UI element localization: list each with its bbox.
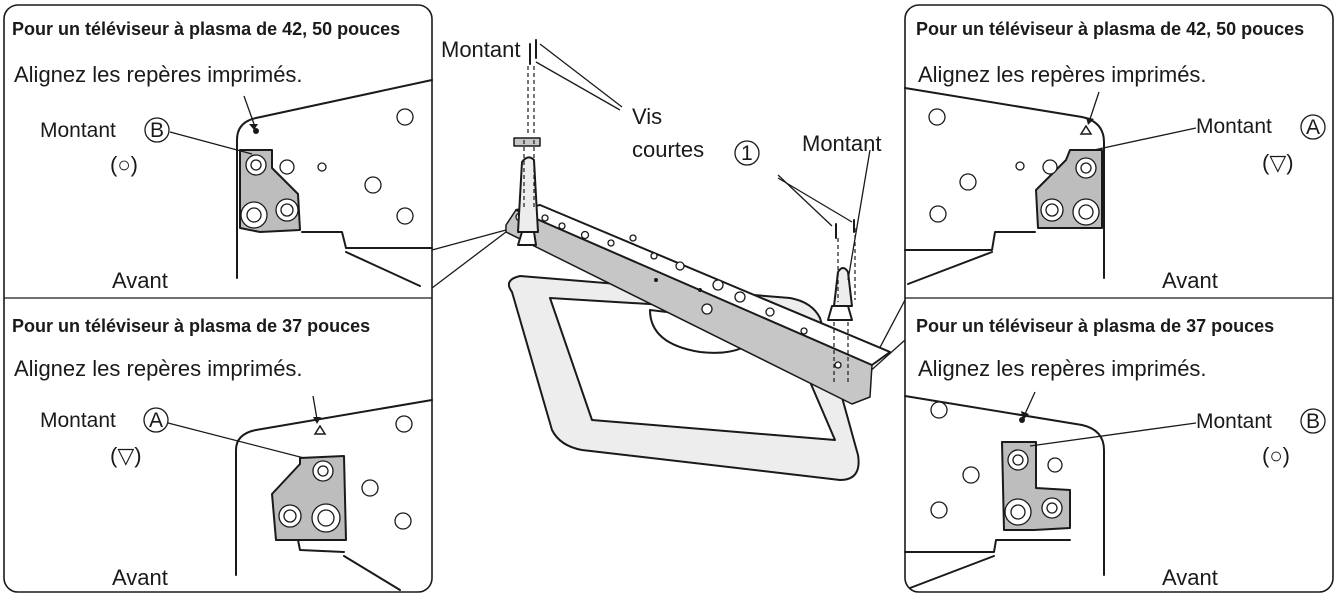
front-label: Avant <box>112 565 168 590</box>
leader-line <box>169 131 253 155</box>
screw-leader-4 <box>777 177 853 223</box>
panel-instruction: Alignez les repères imprimés. <box>918 62 1207 87</box>
panel-header: Pour un téléviseur à plasma de 37 pouces <box>12 316 370 336</box>
screws-label-line2: courtes <box>632 137 704 162</box>
panel-bottom-left: Pour un téléviseur à plasma de 37 pouces… <box>12 316 433 591</box>
screw-leader-1 <box>539 43 623 108</box>
stand-base-outline <box>236 79 433 279</box>
stand-base-outline <box>904 87 1105 279</box>
panel-top-right: Pour un téléviseur à plasma de 42, 50 po… <box>904 19 1326 293</box>
panel-instruction: Alignez les repères imprimés. <box>918 356 1207 381</box>
screw-leader-2 <box>535 61 621 111</box>
printed-mark-arrow <box>243 95 255 125</box>
stand-base-edge <box>909 555 995 589</box>
post-letter: B <box>1306 410 1320 433</box>
stand-base-step <box>904 539 1071 553</box>
screws-label-line1: Vis <box>632 104 662 129</box>
panel-header: Pour un téléviseur à plasma de 37 pouces <box>916 316 1274 336</box>
right-panel-group: Pour un téléviseur à plasma de 42, 50 po… <box>904 4 1334 593</box>
left-post <box>517 156 539 233</box>
arrow-head <box>249 124 258 130</box>
front-label: Avant <box>1162 565 1218 590</box>
printed-mark-triangle <box>1079 124 1093 135</box>
front-label: Avant <box>112 268 168 293</box>
post-label: Montant <box>40 409 116 432</box>
screws-number-circle <box>734 140 760 166</box>
left-post-label: Montant <box>441 37 521 62</box>
arrow-head <box>313 417 321 424</box>
leader-line <box>1093 127 1197 151</box>
printed-mark-circle <box>253 128 259 134</box>
screws-number: 1 <box>741 142 753 165</box>
panel-header: Pour un téléviseur à plasma de 42, 50 po… <box>916 19 1304 39</box>
panel-top-left: Pour un téléviseur à plasma de 42, 50 po… <box>12 19 433 293</box>
post-label: Montant <box>1196 115 1272 138</box>
stand-base-edge <box>345 251 421 287</box>
post-letter-circle <box>144 117 170 143</box>
post-letter: A <box>1306 116 1320 139</box>
post-letter: B <box>150 119 164 142</box>
right-post-label: Montant <box>802 131 882 156</box>
front-label: Avant <box>1162 268 1218 293</box>
alignment-mark-label: (○) <box>1262 443 1290 468</box>
stand-base-edge <box>343 555 401 591</box>
panel-instruction: Alignez les repères imprimés. <box>14 62 303 87</box>
printed-mark-triangle <box>313 424 327 435</box>
stand-base-edge <box>907 251 993 285</box>
panel-header: Pour un téléviseur à plasma de 42, 50 po… <box>12 19 400 39</box>
arrow-head <box>1086 117 1094 125</box>
left-post-base <box>517 231 537 246</box>
stand-base-step <box>301 231 433 249</box>
post-letter: A <box>149 409 163 432</box>
post-letter-circle <box>1300 408 1326 434</box>
stand-base-outline <box>904 395 1105 576</box>
center-assembly: Montant Montant Vis courtes 1 <box>441 37 891 481</box>
panel-bottom-right: Pour un téléviseur à plasma de 37 pouces… <box>904 316 1326 590</box>
right-post-base <box>827 305 853 321</box>
post-label: Montant <box>1196 410 1272 433</box>
alignment-mark-label: (▽) <box>110 443 142 468</box>
alignment-mark-label: (○) <box>110 152 138 177</box>
stand-base-outline <box>235 399 433 576</box>
arrow-head <box>1021 411 1029 420</box>
leader-line <box>1029 422 1197 447</box>
stand-base-step <box>904 231 1036 251</box>
post-label: Montant <box>40 119 116 142</box>
post-letter-circle <box>1300 114 1326 140</box>
left-panel-group: Pour un téléviseur à plasma de 42, 50 po… <box>3 4 433 593</box>
post-leader-right <box>847 149 871 281</box>
post-letter-circle <box>143 407 169 433</box>
panel-instruction: Alignez les repères imprimés. <box>14 356 303 381</box>
left-post-foot <box>513 137 541 147</box>
leader-line <box>167 422 305 459</box>
printed-mark-arrow <box>1024 391 1036 415</box>
alignment-mark-label: (▽) <box>1262 150 1294 175</box>
printed-mark-arrow <box>1089 91 1100 120</box>
printed-mark-arrow <box>312 395 318 420</box>
